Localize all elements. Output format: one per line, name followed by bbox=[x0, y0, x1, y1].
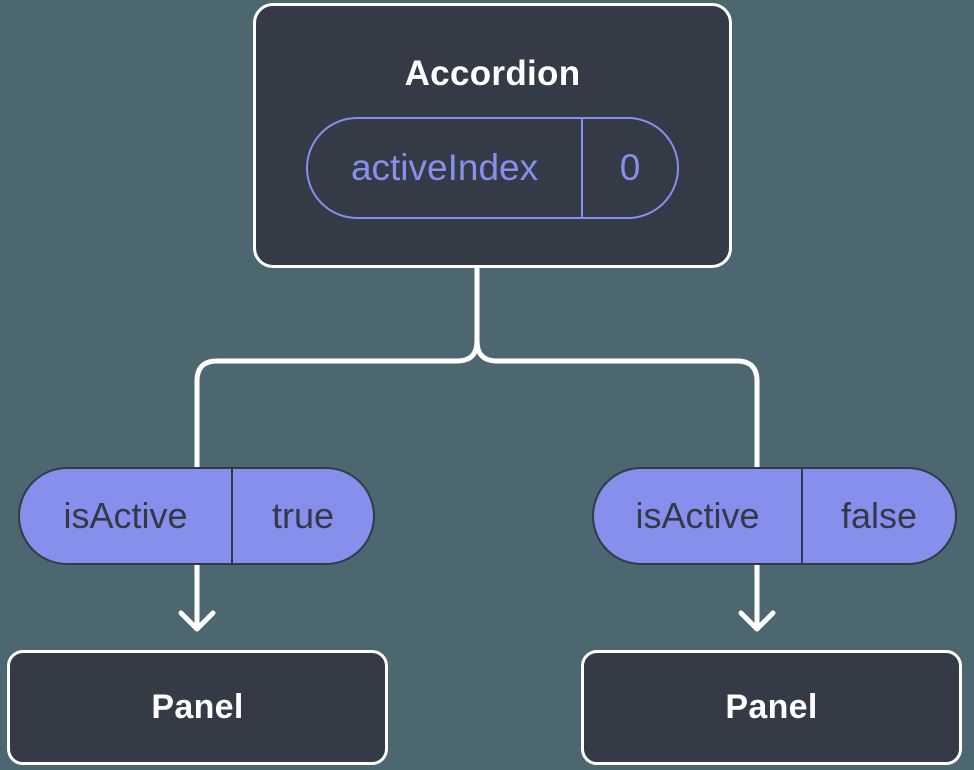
prop-pill-isactive-true: isActive true bbox=[18, 467, 375, 565]
arrow-down-icon-right bbox=[738, 610, 776, 632]
node-accordion: Accordion activeIndex 0 bbox=[253, 3, 732, 268]
prop-name: isActive bbox=[20, 469, 233, 563]
prop-value: true bbox=[271, 495, 335, 536]
state-name: activeIndex bbox=[308, 119, 584, 217]
state-value: 0 bbox=[619, 147, 641, 188]
branch-line-right bbox=[474, 263, 760, 632]
prop-name: isActive bbox=[594, 469, 803, 563]
arrow-down-icon-left bbox=[178, 610, 216, 632]
prop-value: false bbox=[840, 495, 918, 536]
node-panel-left: Panel bbox=[7, 650, 388, 765]
branch-line-left bbox=[194, 263, 480, 632]
node-panel-right: Panel bbox=[581, 650, 962, 765]
state-pill-activeindex: activeIndex 0 bbox=[306, 117, 679, 219]
node-title: Panel bbox=[151, 688, 244, 726]
node-title: Accordion bbox=[404, 54, 581, 93]
node-title: Panel bbox=[725, 688, 818, 726]
prop-pill-isactive-false: isActive false bbox=[592, 467, 957, 565]
